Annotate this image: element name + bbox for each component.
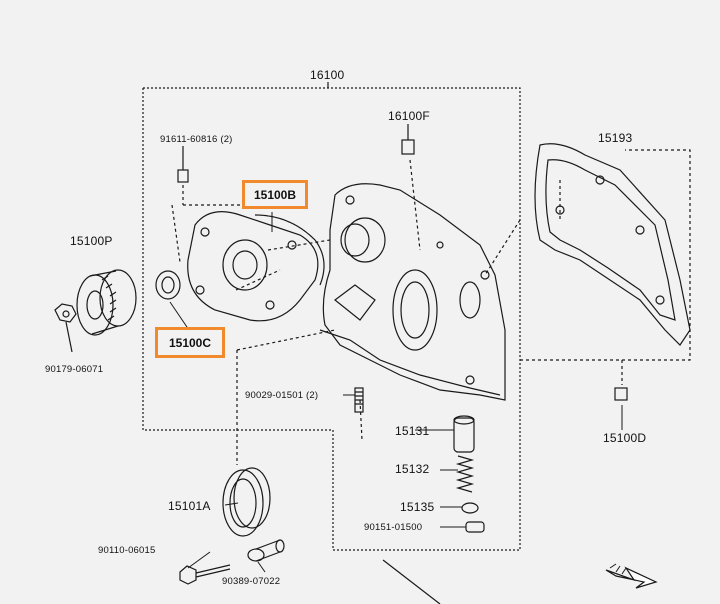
- label-part-c: 15100C: [168, 335, 212, 350]
- pulley-bolt-part: [54, 303, 77, 353]
- label-side-plug: 15100D: [603, 431, 647, 445]
- retainer-part: [461, 502, 479, 514]
- label-small-bolt: 91611-60816 (2): [160, 134, 233, 145]
- long-bolt-part: [179, 564, 231, 585]
- label-oil-seal: 15101A: [168, 499, 211, 513]
- label-spring: 15132: [395, 462, 430, 476]
- label-retainer: 15135: [400, 500, 435, 514]
- seal-ring-part: [155, 270, 181, 300]
- label-pin: 90389-07022: [222, 576, 281, 587]
- pump-cover-part: [187, 211, 319, 322]
- cover-gasket-part: [534, 143, 691, 346]
- front-arrow-icon: [605, 563, 658, 589]
- highlight-part-c: 15100C: [155, 327, 225, 358]
- label-relief-valve: 15131: [395, 424, 430, 438]
- label-long-bolt: 90110-06015: [98, 545, 156, 556]
- spring-part: [455, 455, 475, 493]
- pulley-part: [76, 269, 137, 336]
- label-pulley-bolt: 90179-06071: [45, 364, 104, 375]
- top-plug-part: [401, 124, 415, 155]
- stud-part: [354, 387, 364, 413]
- label-stud: 90029-01501 (2): [245, 390, 319, 401]
- highlight-part-b: 15100B: [242, 180, 308, 209]
- label-top-plug: 16100F: [388, 109, 430, 123]
- label-part-b: 15100B: [253, 187, 297, 202]
- oil-pump-housing-part: [319, 183, 506, 401]
- small-bolt-part: [177, 146, 189, 183]
- label-pulley: 15100P: [70, 234, 113, 248]
- assembly-frame: [142, 87, 521, 551]
- pin-part: [247, 539, 285, 562]
- label-cover-gasket: 15193: [598, 131, 633, 145]
- label-small-plug: 90151-01500: [364, 522, 423, 533]
- gasket-box: [520, 149, 691, 361]
- small-plug-part: [465, 521, 485, 533]
- oil-seal-part: [222, 467, 271, 537]
- label-assembly: 16100: [310, 68, 345, 82]
- side-plug-part: [614, 387, 628, 401]
- relief-valve-part: [453, 415, 475, 453]
